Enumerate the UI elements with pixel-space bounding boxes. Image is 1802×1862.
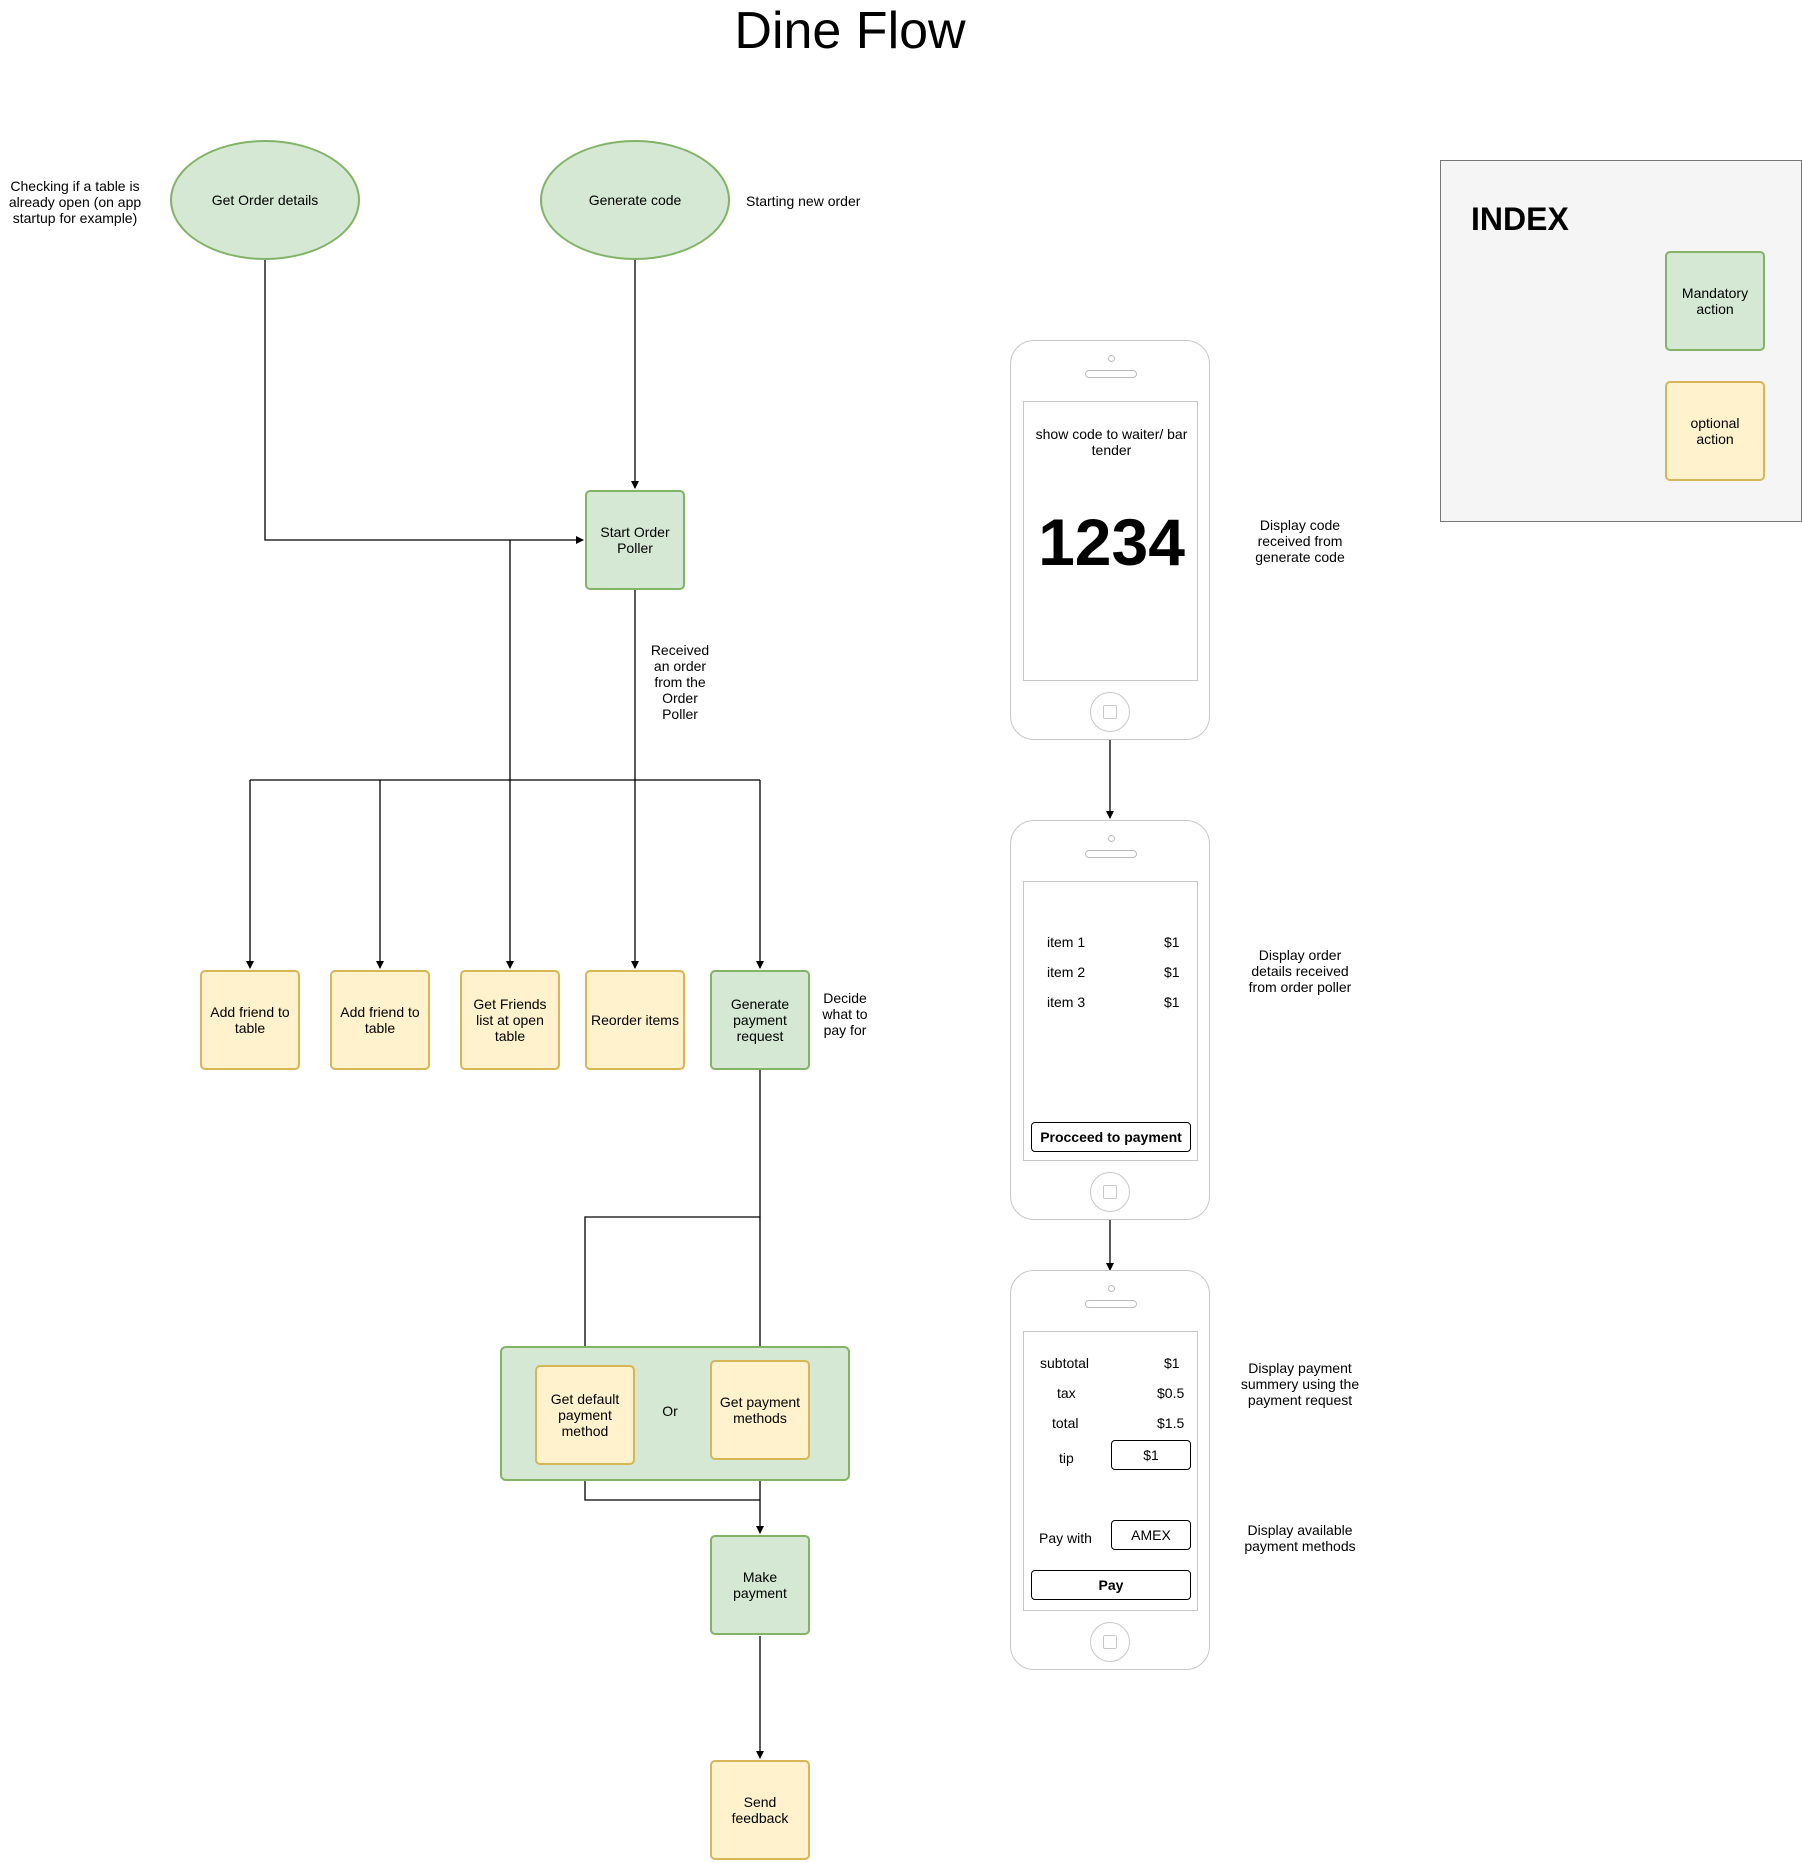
proceed-to-payment-button[interactable]: Procceed to payment (1031, 1122, 1191, 1152)
phone-screen: subtotal $1 tax $0.5 total $1.5 tip $1 P… (1023, 1331, 1198, 1611)
start-order-poller-label: Start Order Poller (600, 524, 670, 556)
index-legend: INDEX Mandatory action optional action (1440, 160, 1802, 522)
order-item-price: $1 (1164, 964, 1180, 980)
add-friend-label-2: Add friend to table (340, 1004, 420, 1036)
legend-mandatory-swatch: Mandatory action (1665, 251, 1765, 351)
order-item-price: $1 (1164, 994, 1180, 1010)
total-value: $1.5 (1157, 1415, 1185, 1431)
get-order-details-label: Get Order details (211, 192, 319, 208)
phone-show-code: show code to waiter/ bar tender 1234 (1010, 340, 1210, 740)
note-display-code: Display code received from generate code (1255, 517, 1345, 565)
tip-label: tip (1059, 1450, 1074, 1466)
camera-icon (1108, 835, 1115, 842)
note-checking-table: Checking if a table is already open (on … (8, 178, 142, 226)
legend-optional-label: optional action (1690, 415, 1740, 447)
generate-code-node: Generate code (540, 140, 730, 260)
get-default-payment-method-label: Get default payment method (550, 1391, 620, 1439)
tip-input[interactable]: $1 (1111, 1440, 1191, 1470)
phone-order-details: item 1 $1 item 2 $1 item 3 $1 Procceed t… (1010, 820, 1210, 1220)
home-button-icon[interactable] (1090, 692, 1130, 732)
reorder-items-node: Reorder items (585, 970, 685, 1070)
edge-get-order-to-poller (264, 260, 584, 544)
start-order-poller-node: Start Order Poller (585, 490, 685, 590)
generate-payment-request-label: Generate payment request (730, 996, 790, 1044)
phone-screen: item 1 $1 item 2 $1 item 3 $1 Procceed t… (1023, 881, 1198, 1161)
pay-with-label: Pay with (1039, 1530, 1092, 1546)
note-starting-new-order: Starting new order (746, 193, 861, 209)
order-item-name: item 3 (1047, 994, 1086, 1010)
camera-icon (1108, 355, 1115, 362)
get-friends-list-label: Get Friends list at open table (473, 996, 547, 1044)
note-display-payment-summary: Display payment summery using the paymen… (1240, 1360, 1360, 1408)
payment-method-select[interactable]: AMEX (1111, 1520, 1191, 1550)
get-payment-methods-node: Get payment methods (710, 1360, 810, 1460)
note-received-order: Received an order from the Order Poller (650, 642, 710, 722)
camera-icon (1108, 1285, 1115, 1292)
note-decide-what-to-pay: Decide what to pay for (822, 990, 868, 1038)
note-display-order-details: Display order details received from orde… (1248, 947, 1352, 995)
pay-button[interactable]: Pay (1031, 1570, 1191, 1600)
generate-payment-request-node: Generate payment request (710, 970, 810, 1070)
speaker-icon (1085, 370, 1137, 378)
get-order-details-node: Get Order details (170, 140, 360, 260)
legend-optional-swatch: optional action (1665, 381, 1765, 481)
home-square-icon (1103, 705, 1117, 719)
order-item-price: $1 (1164, 934, 1180, 950)
generate-code-label: Generate code (588, 192, 682, 208)
or-label: Or (662, 1403, 678, 1419)
phone-payment-summary: subtotal $1 tax $0.5 total $1.5 tip $1 P… (1010, 1270, 1210, 1670)
get-default-payment-method-node: Get default payment method (535, 1365, 635, 1465)
order-code: 1234 (1038, 505, 1185, 579)
add-friend-to-table-node-1: Add friend to table (200, 970, 300, 1070)
tax-label: tax (1057, 1385, 1076, 1401)
home-button-icon[interactable] (1090, 1172, 1130, 1212)
order-item-name: item 1 (1047, 934, 1086, 950)
show-code-instruction: show code to waiter/ bar tender (1035, 426, 1188, 458)
total-label: total (1052, 1415, 1079, 1431)
speaker-icon (1085, 850, 1137, 858)
phone-screen: show code to waiter/ bar tender 1234 (1023, 401, 1198, 681)
edge-payment-split (581, 1070, 761, 1364)
order-item-name: item 2 (1047, 964, 1086, 980)
subtotal-value: $1 (1164, 1355, 1180, 1371)
home-button-icon[interactable] (1090, 1622, 1130, 1662)
add-friend-to-table-node-2: Add friend to table (330, 970, 430, 1070)
speaker-icon (1085, 1300, 1137, 1308)
get-friends-list-node: Get Friends list at open table (460, 970, 560, 1070)
subtotal-label: subtotal (1040, 1355, 1090, 1371)
index-title: INDEX (1471, 201, 1569, 237)
send-feedback-label: Send feedback (731, 1794, 789, 1826)
get-payment-methods-label: Get payment methods (719, 1394, 801, 1426)
make-payment-node: Make payment (710, 1535, 810, 1635)
tax-value: $0.5 (1157, 1385, 1185, 1401)
home-square-icon (1103, 1185, 1117, 1199)
home-square-icon (1103, 1635, 1117, 1649)
reorder-items-label: Reorder items (591, 1012, 679, 1028)
note-display-payment-methods: Display available payment methods (1244, 1522, 1356, 1554)
add-friend-label-1: Add friend to table (210, 1004, 290, 1036)
make-payment-label: Make payment (733, 1569, 787, 1601)
send-feedback-node: Send feedback (710, 1760, 810, 1860)
legend-mandatory-label: Mandatory action (1681, 285, 1749, 317)
page-title: Dine Flow (734, 2, 966, 60)
